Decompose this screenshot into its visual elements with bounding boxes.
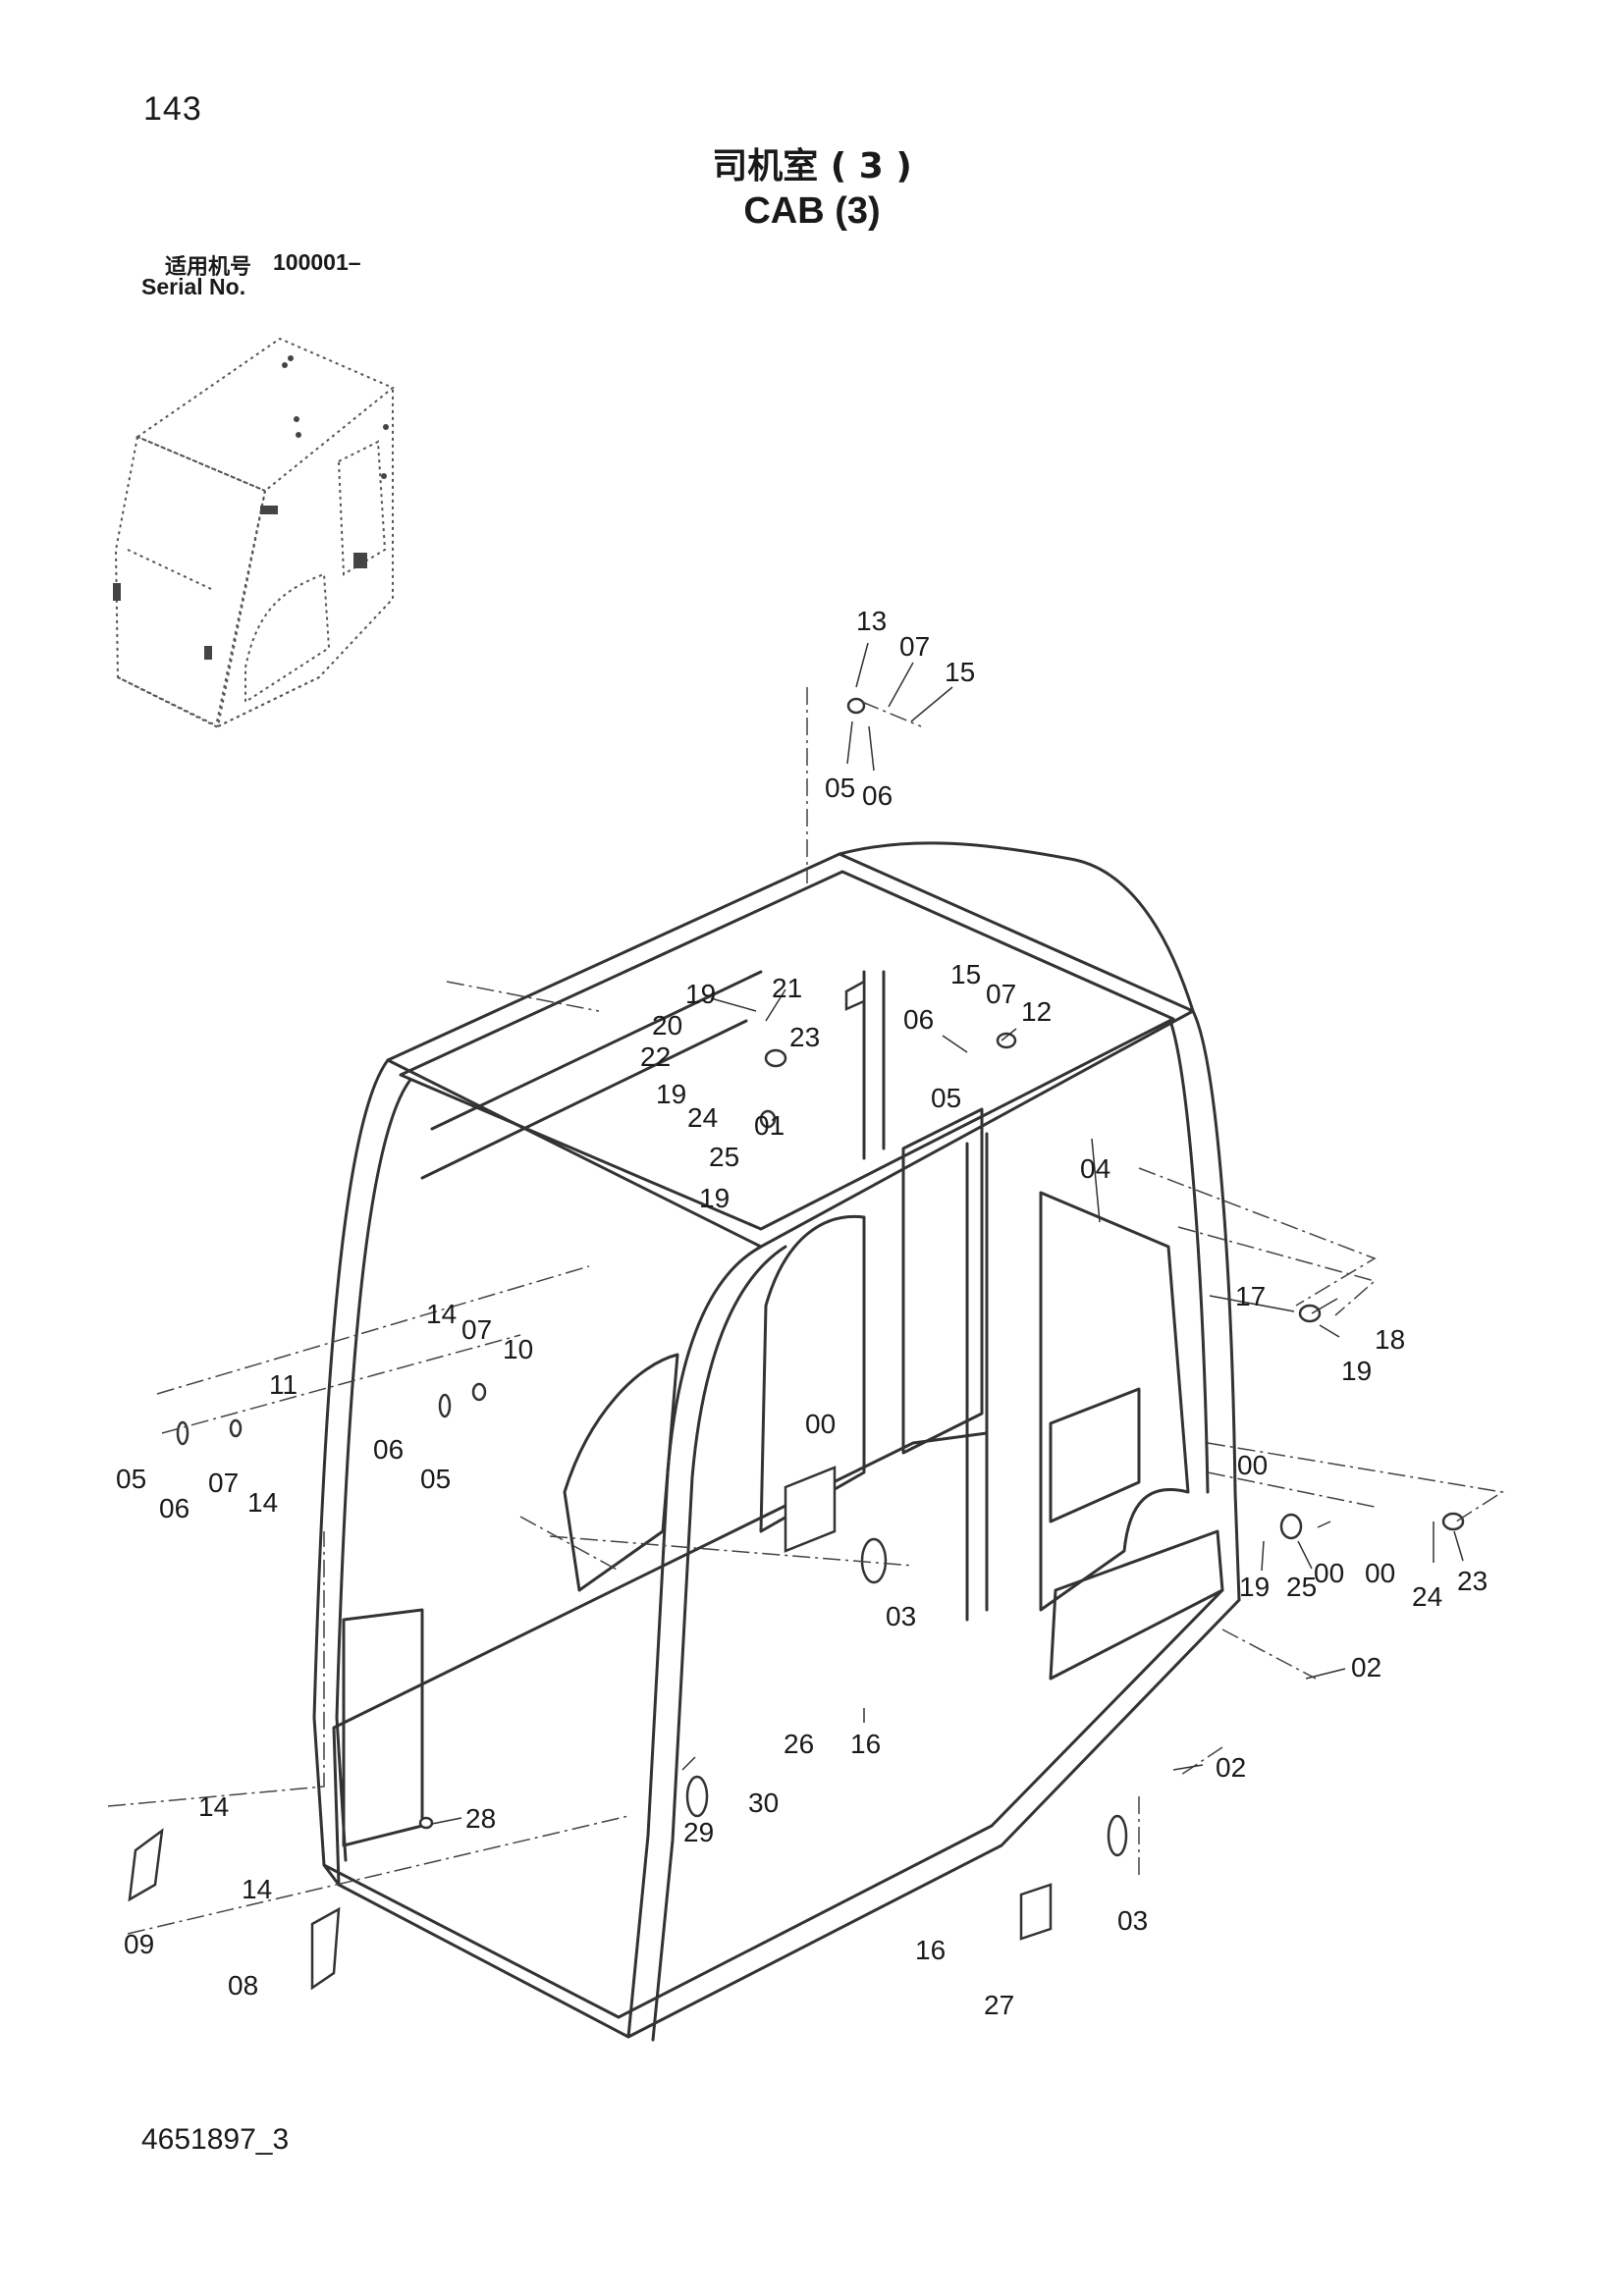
callout-05: 05 xyxy=(931,1083,961,1113)
callout-25: 25 xyxy=(1286,1572,1317,1602)
callout-19: 19 xyxy=(656,1079,686,1109)
cab-overview-thumbnail xyxy=(114,337,395,728)
callout-06: 06 xyxy=(373,1434,404,1465)
callout-12: 12 xyxy=(1021,996,1052,1027)
callout-00: 00 xyxy=(1365,1558,1395,1588)
callout-13: 13 xyxy=(856,606,887,636)
callout-02: 02 xyxy=(1216,1752,1246,1783)
callout-06: 06 xyxy=(159,1493,189,1523)
callout-19: 19 xyxy=(685,979,716,1009)
callout-labels: 13 07 15 05 06 19 21 15 07 12 06 20 23 2… xyxy=(116,606,1488,2020)
title-chinese: 司机室 ( 3 ) xyxy=(712,146,912,187)
callout-19: 19 xyxy=(1239,1572,1270,1602)
callout-05: 05 xyxy=(116,1464,146,1494)
page-number: 143 xyxy=(143,90,202,128)
callout-25: 25 xyxy=(709,1142,739,1172)
callout-03: 03 xyxy=(886,1601,916,1631)
callout-07: 07 xyxy=(208,1468,239,1498)
assembly-lines xyxy=(107,687,1505,1935)
callout-00: 00 xyxy=(1314,1558,1344,1588)
callout-14: 14 xyxy=(198,1791,229,1822)
callout-18: 18 xyxy=(1375,1324,1405,1355)
callout-26: 26 xyxy=(784,1729,814,1759)
callout-11: 11 xyxy=(269,1369,298,1400)
callout-17: 17 xyxy=(1235,1281,1266,1311)
callout-06: 06 xyxy=(862,780,893,811)
callout-16: 16 xyxy=(915,1935,946,1965)
callout-03: 03 xyxy=(1117,1905,1148,1936)
callout-00: 00 xyxy=(1237,1450,1268,1480)
callout-07: 07 xyxy=(986,979,1016,1009)
callout-14: 14 xyxy=(426,1299,457,1329)
callout-22: 22 xyxy=(640,1041,671,1072)
callout-28: 28 xyxy=(465,1803,496,1834)
callout-15: 15 xyxy=(945,657,975,687)
callout-14: 14 xyxy=(242,1874,272,1904)
serial-number-range: 100001– xyxy=(273,249,361,275)
callout-09: 09 xyxy=(124,1929,154,1959)
callout-20: 20 xyxy=(652,1010,682,1041)
callout-05: 05 xyxy=(825,773,855,803)
callout-07: 07 xyxy=(461,1314,492,1345)
callout-16: 16 xyxy=(850,1729,881,1759)
leader-lines xyxy=(431,642,1464,1825)
callout-01: 01 xyxy=(754,1110,785,1141)
callout-27: 27 xyxy=(984,1990,1014,2020)
callout-24: 24 xyxy=(687,1102,718,1133)
callout-07: 07 xyxy=(899,631,930,662)
callout-23: 23 xyxy=(1457,1566,1488,1596)
callout-24: 24 xyxy=(1412,1581,1442,1612)
callout-08: 08 xyxy=(228,1970,258,2001)
callout-00: 00 xyxy=(805,1409,836,1439)
callout-04: 04 xyxy=(1080,1153,1110,1184)
callout-15: 15 xyxy=(950,959,981,989)
callout-19: 19 xyxy=(699,1183,730,1213)
serial-label-english: Serial No. xyxy=(141,274,246,299)
callout-14: 14 xyxy=(247,1487,278,1518)
drawing-id: 4651897_3 xyxy=(141,2123,290,2156)
callout-23: 23 xyxy=(789,1022,820,1052)
callout-02: 02 xyxy=(1351,1652,1381,1682)
callout-21: 21 xyxy=(772,973,802,1003)
callout-29: 29 xyxy=(683,1817,714,1847)
callout-05: 05 xyxy=(420,1464,451,1494)
title-english: CAB (3) xyxy=(743,190,881,232)
callout-10: 10 xyxy=(503,1334,533,1364)
small-parts xyxy=(128,697,1465,1991)
callout-19: 19 xyxy=(1341,1356,1372,1386)
callout-06: 06 xyxy=(903,1004,934,1035)
thumbnail-marked-parts xyxy=(113,355,389,660)
cab-frame xyxy=(312,841,1241,2042)
serial-label-chinese: 适用机号 xyxy=(165,255,252,280)
callout-30: 30 xyxy=(748,1788,779,1818)
